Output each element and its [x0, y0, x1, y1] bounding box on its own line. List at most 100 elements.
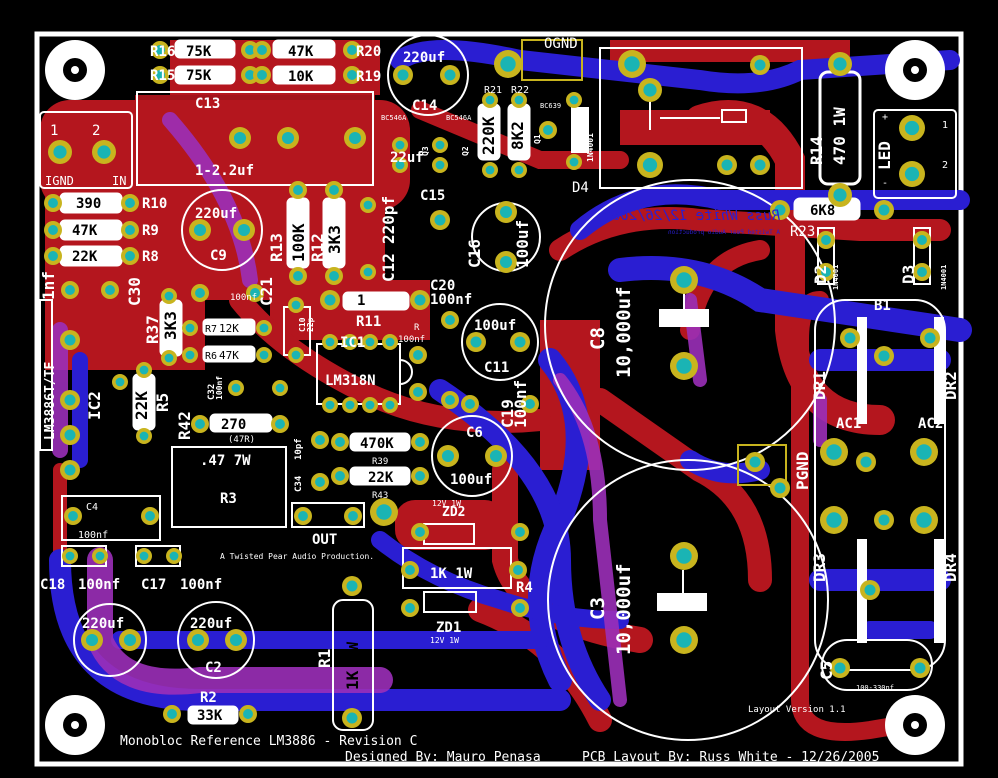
pad-via	[363, 200, 373, 210]
pad-via	[245, 70, 255, 80]
pad-via	[95, 551, 105, 561]
value-c12: 220pf	[379, 196, 398, 244]
pad-via	[624, 56, 640, 72]
pad-via	[721, 159, 733, 171]
pad-via	[245, 45, 255, 55]
label-r-100nf: R	[414, 323, 420, 333]
label-r43: R43	[372, 491, 388, 501]
value-c9: 220uf	[195, 206, 237, 222]
pad-via	[833, 188, 847, 202]
pad-via	[435, 160, 445, 170]
led-pin1: 1	[942, 120, 948, 131]
pad-via	[325, 337, 335, 347]
relay-symbol	[649, 90, 747, 130]
pad-via	[324, 294, 336, 306]
pad-via	[259, 323, 269, 333]
value-r12: 3K3	[325, 225, 344, 254]
pad-via	[826, 444, 842, 460]
pad-via	[335, 437, 345, 447]
input-ignd: IGND	[45, 174, 74, 188]
pad-via	[405, 565, 415, 575]
pad-via	[821, 267, 831, 277]
pad-via	[259, 350, 269, 360]
pad-via	[525, 399, 535, 409]
pad-via	[65, 285, 75, 295]
value-r5: 22K	[132, 391, 151, 420]
led-pin2: 2	[942, 160, 948, 171]
label-bc546a-1: BC546A	[381, 114, 407, 122]
value-c17: 100nf	[180, 577, 222, 593]
label-dr2: DR2	[941, 371, 960, 400]
pad-via	[115, 377, 125, 387]
rotated-text: 100K R13 3K3 R12 C12 220pf 220K 8K2 C16 …	[39, 107, 960, 690]
pad-via	[329, 271, 339, 281]
value-zd1: 12V 1W	[430, 636, 459, 645]
pad-via	[346, 580, 358, 592]
pad-via	[514, 165, 524, 175]
led-name: LED	[875, 141, 894, 170]
label-d3: D3	[899, 265, 918, 284]
pad-via	[924, 332, 936, 344]
label-r19: R19	[356, 69, 381, 85]
label-r14: R14	[807, 136, 826, 165]
pad-via	[485, 95, 495, 105]
pad-via	[345, 400, 355, 410]
label-dr1: DR1	[810, 371, 829, 400]
pad-via	[64, 464, 76, 476]
value-r-100nf: 100nf	[398, 335, 425, 345]
label-c4: C4	[86, 502, 98, 513]
label-c3: C3	[587, 597, 609, 620]
value-r15: 75K	[186, 68, 212, 84]
pad-via	[335, 471, 345, 481]
mounting-holes	[45, 40, 945, 755]
pad-via	[125, 225, 135, 235]
value-zd2: 12V 1W	[432, 499, 461, 508]
pad-via	[821, 235, 831, 245]
value-r22: 8K2	[508, 121, 527, 150]
label-r4: R4	[516, 580, 533, 596]
layout-credit: PCB Layout By: Russ White - 12/26/2005	[582, 750, 879, 765]
pad-via	[415, 527, 425, 537]
pad-via	[844, 332, 856, 344]
value-c32: 100nf	[215, 376, 224, 400]
input-pin2: 2	[92, 123, 100, 139]
label-c12: C12	[379, 253, 398, 282]
pad-via	[470, 336, 482, 348]
pad-via	[434, 214, 446, 226]
value-c11: 100uf	[474, 318, 516, 334]
pad-via	[155, 70, 165, 80]
value-r4: 1K 1W	[430, 566, 473, 582]
pad-via	[749, 456, 761, 468]
led-plus: +	[882, 112, 888, 123]
pad-via	[515, 527, 525, 537]
pad-via	[878, 204, 890, 216]
value-c19: 100nf	[511, 380, 530, 428]
pad-via	[164, 291, 174, 301]
pad-via	[405, 603, 415, 613]
label-pgnd: PGND	[793, 451, 812, 490]
label-c18: C18	[40, 577, 65, 593]
label-r7: R7	[205, 324, 217, 335]
pad-via	[676, 358, 692, 374]
input-in: IN	[112, 174, 126, 188]
pad-via	[415, 437, 425, 447]
pad-via	[139, 365, 149, 375]
label-c14: C14	[412, 98, 437, 114]
value-c3: 10,000uf	[613, 563, 635, 655]
value-c2: 220uf	[190, 616, 232, 632]
label-c6: C6	[466, 425, 483, 441]
value-r23: 6K8	[810, 203, 835, 219]
pad-via	[543, 125, 553, 135]
pad-via	[414, 294, 426, 306]
pad-via	[860, 456, 872, 468]
pad-via	[345, 337, 355, 347]
label-r9: R9	[142, 223, 159, 239]
pad-via	[774, 204, 786, 216]
label-r3: R3	[220, 491, 237, 507]
value-c30: 1nf	[39, 271, 58, 300]
label-r13: R13	[267, 233, 286, 262]
pad-via	[250, 288, 260, 298]
pad-via	[676, 548, 692, 564]
pad-via	[48, 198, 58, 208]
value-c34: 10pf	[294, 438, 304, 460]
